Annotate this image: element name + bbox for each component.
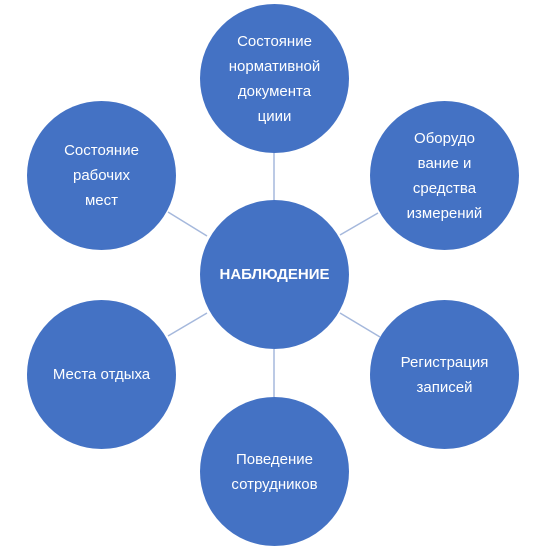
node-lower-left-label: Места отдыха: [52, 366, 151, 383]
connector-upper-left: [167, 211, 208, 237]
center-node: НАБЛЮДЕНИЕ: [200, 200, 349, 349]
node-bottom: Поведение сотрудников: [200, 397, 349, 546]
node-top: Состояние нормативной документа циии: [200, 4, 349, 153]
node-top-label: Состояние нормативной документа циии: [228, 32, 321, 125]
connector-upper-right: [339, 212, 379, 236]
connector-lower-left: [167, 312, 208, 337]
node-upper-left: Состояние рабочих мест: [27, 101, 176, 250]
node-lower-right-label: Регистрация записей: [400, 353, 489, 396]
node-upper-left-label: Состояние рабочих мест: [64, 142, 139, 209]
node-lower-right: Регистрация записей: [370, 300, 519, 449]
node-upper-right-label: Оборудо вание и средства измерений: [406, 129, 483, 222]
node-upper-right: Оборудо вание и средства измерений: [370, 101, 519, 250]
node-bottom-label: Поведение сотрудников: [231, 450, 318, 493]
center-node-label: НАБЛЮДЕНИЕ: [219, 266, 330, 283]
node-lower-left: Места отдыха: [27, 300, 176, 449]
connector-lower-right: [339, 312, 381, 338]
